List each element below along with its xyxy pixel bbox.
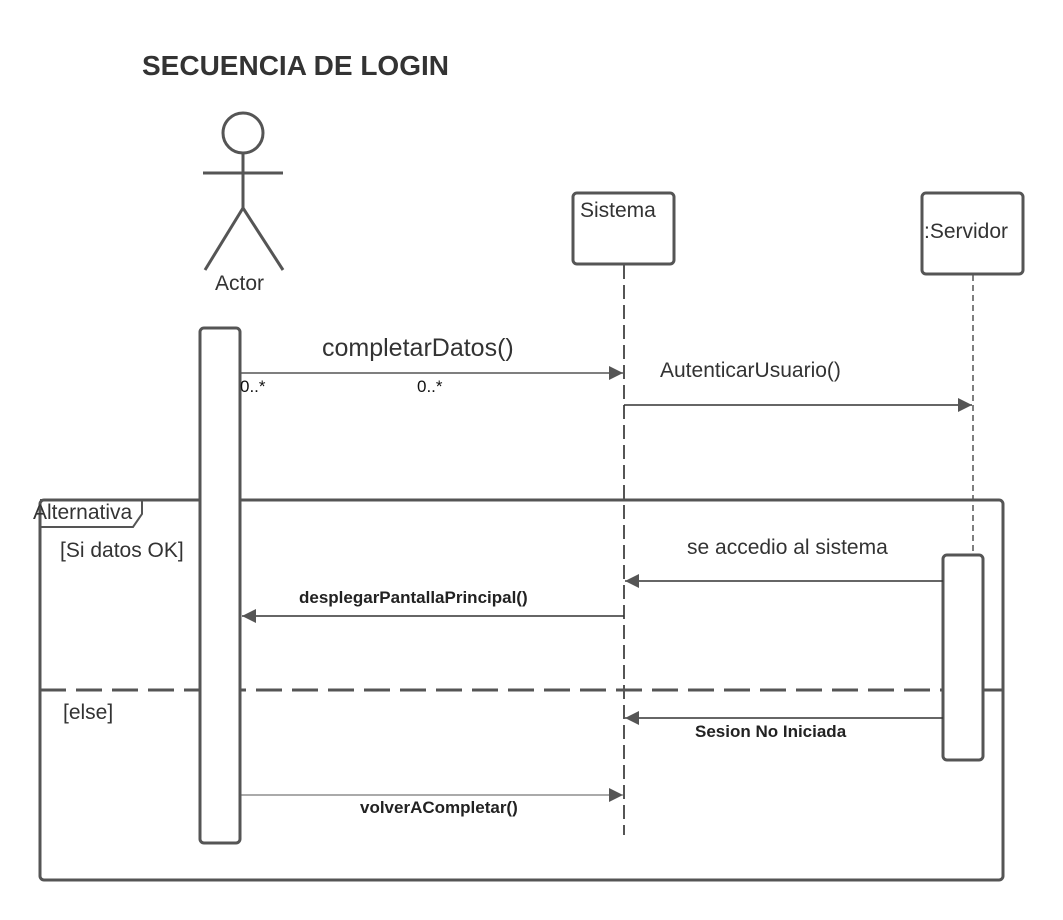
se-accedio-label: se accedio al sistema: [687, 536, 888, 559]
diagram-title: SECUENCIA DE LOGIN: [142, 50, 449, 81]
alt-fragment-operator: Alternativa: [33, 501, 133, 524]
actor-head: [221, 111, 265, 155]
sistema-label: Sistema: [580, 199, 656, 222]
alt-guard-else: [else]: [63, 701, 114, 724]
completar-datos-label: completarDatos(): [322, 334, 514, 362]
servidor-activation-bar: [941, 553, 985, 762]
servidor-label: :Servidor: [924, 220, 1009, 243]
actor-right-leg: [241, 207, 285, 271]
servidor-lifeline-head[interactable]: [920, 191, 1025, 276]
alt-guard-if: [Si datos OK]: [60, 539, 184, 562]
desplegar-label: desplegarPantallaPrincipal(): [299, 588, 528, 607]
actor-stick-figure[interactable]: [203, 111, 285, 271]
alt-fragment-tag: [40, 499, 143, 528]
actor-left-leg: [203, 207, 245, 271]
multiplicity-source: 0..*: [240, 377, 266, 396]
multiplicity-target: 0..*: [417, 377, 443, 396]
actor-label: Actor: [215, 272, 265, 295]
sesion-no-iniciada-label: Sesion No Iniciada: [695, 722, 847, 741]
sistema-lifeline-head[interactable]: [571, 191, 676, 266]
actor-activation-bar: [198, 326, 242, 845]
volver-a-completar-label: volverACompletar(): [360, 798, 518, 817]
autenticar-usuario-label: AutenticarUsuario(): [660, 359, 841, 382]
